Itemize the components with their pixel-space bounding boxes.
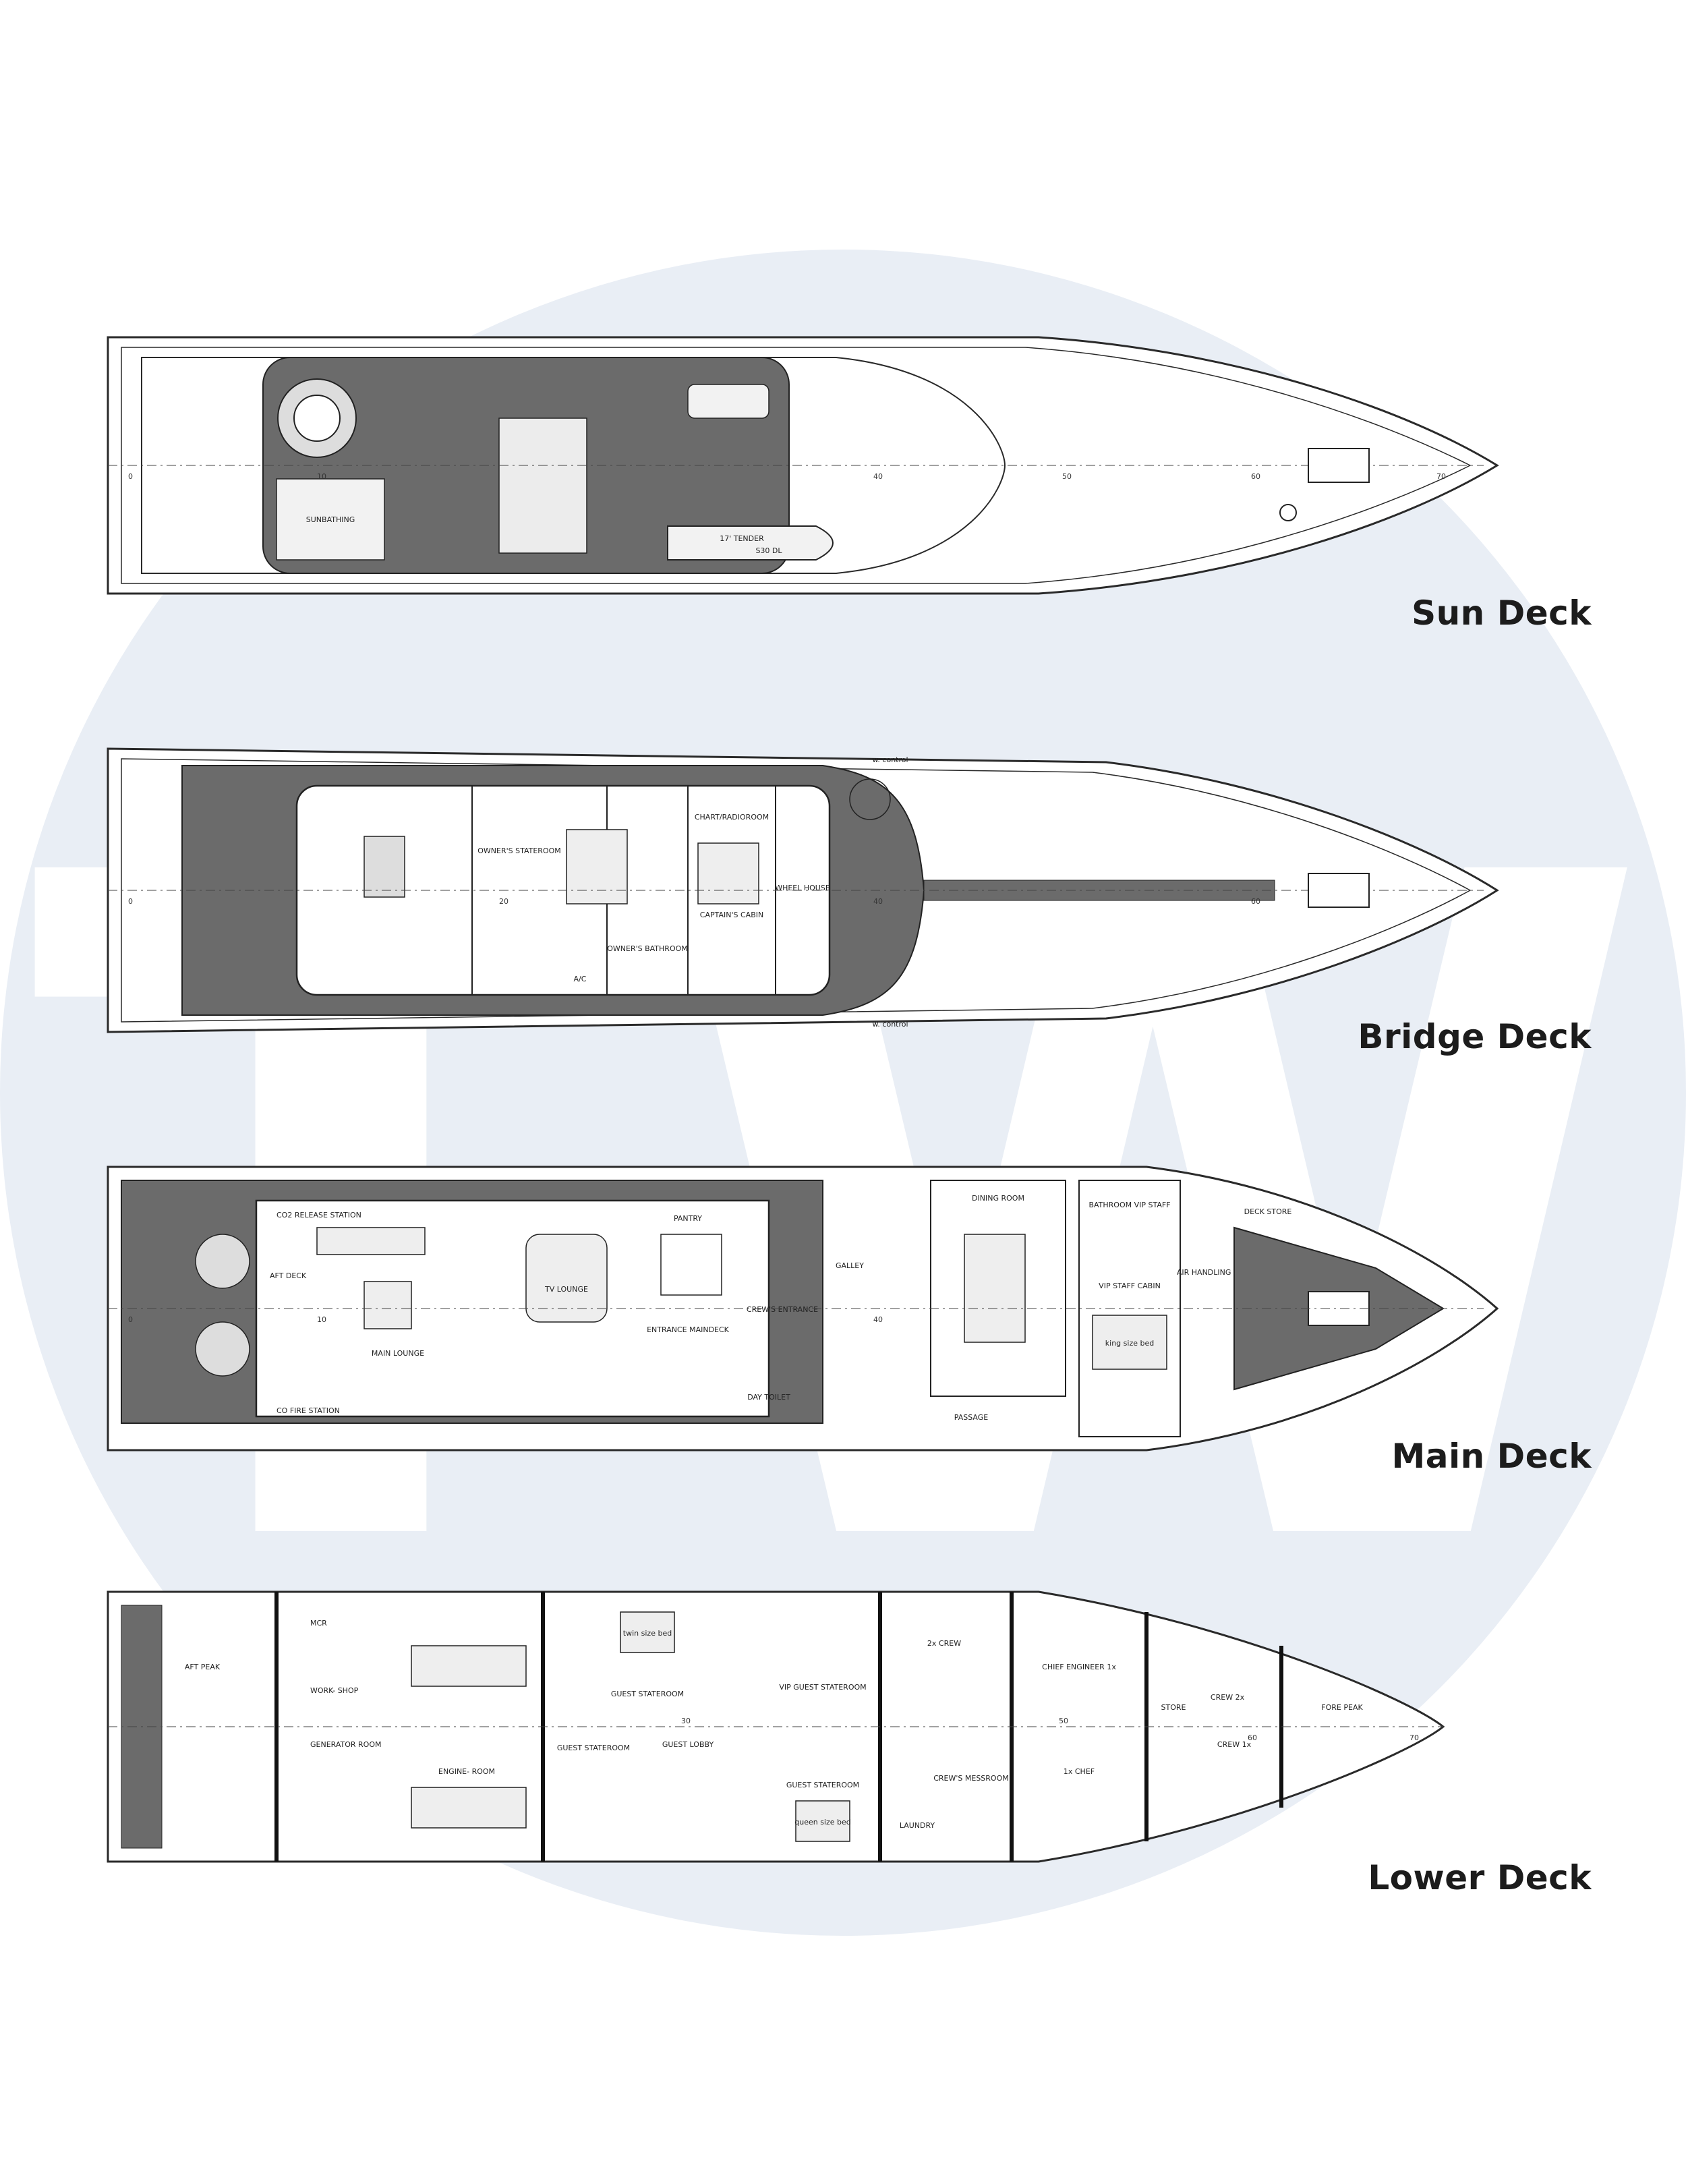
tender-icon: [667, 525, 834, 561]
tv-lounge-label: TV LOUNGE: [544, 1285, 588, 1294]
owners-bed: [566, 829, 628, 904]
bathroom-vip-staff-label: BATHROOM VIP STAFF: [1088, 1201, 1170, 1209]
wheel-house-label: WHEEL HOUSE: [775, 884, 830, 892]
engine-port: [411, 1645, 527, 1687]
chart-radioroom-label: CHART/RADIOROOM: [695, 813, 769, 822]
main-frame-0: 0: [128, 1315, 133, 1324]
windlass-icon: [1308, 448, 1370, 483]
crews-messroom-label: CREW'S MESSROOM: [933, 1774, 1009, 1783]
guest-stateroom-2-label: GUEST STATEROOM: [557, 1744, 630, 1752]
main-deck-drawing: AFT DECK CO2 RELEASE STATION CO FIRE STA…: [107, 1166, 1499, 1452]
bridge-frame-40: 40: [873, 897, 883, 906]
store-label: STORE: [1161, 1703, 1186, 1712]
pantry-label: PANTRY: [674, 1214, 702, 1223]
laundry-label: LAUNDRY: [900, 1821, 935, 1830]
guest-stateroom-3-label: GUEST STATEROOM: [786, 1781, 859, 1789]
crew-1x-label: CREW 1x: [1217, 1740, 1252, 1749]
fire-station-label: CO FIRE STATION: [277, 1406, 340, 1415]
fore-peak-label: FORE PEAK: [1321, 1703, 1363, 1712]
lower-frame-70: 70: [1409, 1733, 1419, 1742]
guest-stateroom-1-label: GUEST STATEROOM: [611, 1690, 684, 1698]
guest-lobby-label: GUEST LOBBY: [662, 1740, 714, 1749]
bridge-deck-plan: OWNER'S STATEROOM OWNER'S BATHROOM CHART…: [94, 735, 1511, 1045]
workshop-label: WORK- SHOP: [310, 1686, 359, 1695]
frame-70: 70: [1436, 472, 1446, 481]
frame-0: 0: [128, 472, 133, 481]
engine-room-label: ENGINE- ROOM: [438, 1767, 495, 1776]
dining-table: [964, 1234, 1026, 1343]
sunbathing-label: SUNBATHING: [306, 515, 355, 524]
sun-deck-plan: SUNBATHING 17' TENDER S30 DL 0 10 40 50 …: [94, 310, 1511, 621]
crew-2x-label: 2x CREW: [927, 1639, 961, 1648]
bridge-frame-60: 60: [1251, 897, 1260, 906]
king-size-bed-label: king size bed: [1105, 1339, 1154, 1348]
aft-peak-label: AFT PEAK: [185, 1663, 221, 1671]
bridge-frame-0: 0: [128, 897, 133, 906]
hatch-icon: [1279, 504, 1297, 521]
queen-size-bed-label: queen size bed: [794, 1818, 851, 1827]
generator-room-label: GENERATOR ROOM: [310, 1740, 382, 1749]
tender-label: 17' TENDER: [720, 534, 764, 543]
sun-bar: [498, 418, 587, 554]
frame-10: 10: [317, 472, 326, 481]
lower-frame-30: 30: [681, 1717, 691, 1725]
main-deck-plan: AFT DECK CO2 RELEASE STATION CO FIRE STA…: [94, 1153, 1511, 1464]
dining-room-label: DINING ROOM: [972, 1194, 1024, 1203]
bridge-stair-icon: [849, 778, 891, 820]
bridge-deck-drawing: OWNER'S STATEROOM OWNER'S BATHROOM CHART…: [107, 747, 1499, 1033]
vip-staff-cabin-label: VIP STAFF CABIN: [1099, 1282, 1161, 1290]
entrance-maindeck-label: ENTRANCE MAINDECK: [647, 1325, 730, 1334]
lower-deck-plan: AFT PEAK MCR WORK- SHOP GENERATOR ROOM E…: [94, 1572, 1511, 1882]
mcr-label: MCR: [310, 1619, 327, 1628]
air-handling-label: AIR HANDLING UNIT: [1177, 1268, 1252, 1277]
captains-bed: [697, 842, 759, 904]
vip-guest-stateroom-label: VIP GUEST STATEROOM: [779, 1683, 866, 1692]
bridge-frame-20: 20: [499, 897, 508, 906]
twin-size-bed-label: twin size bed: [623, 1629, 672, 1638]
sun-deck-title: Sun Deck: [1412, 594, 1592, 633]
captains-cabin-label: CAPTAIN'S CABIN: [700, 911, 763, 919]
day-toilet-label: DAY TOILET: [747, 1393, 790, 1402]
wing-control-bottom-label: w. control: [872, 1020, 908, 1029]
crews-entrance-label: CREW'S ENTRANCE: [747, 1305, 818, 1314]
watermark-circle: [0, 250, 1686, 1936]
engine-stbd: [411, 1787, 527, 1829]
galley-label: GALLEY: [836, 1261, 864, 1270]
frame-50: 50: [1062, 472, 1072, 481]
crew-2x-fwd-label: CREW 2x: [1211, 1693, 1245, 1702]
lower-frame-60: 60: [1248, 1733, 1257, 1742]
chef-label: 1x CHEF: [1064, 1767, 1095, 1776]
sunbathing-pad: [276, 478, 385, 561]
main-stair-icon: [660, 1234, 722, 1296]
bridge-ac-label: A/C: [574, 975, 587, 983]
tender-model-label: S30 DL: [755, 546, 782, 555]
main-deck-title: Main Deck: [1391, 1437, 1592, 1476]
passage-label: PASSAGE: [954, 1413, 988, 1422]
chief-engineer-label: CHIEF ENGINEER 1x: [1042, 1663, 1116, 1671]
wing-control-top-label: w. control: [872, 755, 908, 764]
deck-store-label: DECK STORE: [1244, 1207, 1292, 1216]
sun-deck-drawing: SUNBATHING 17' TENDER S30 DL 0 10 40 50 …: [107, 336, 1499, 595]
lower-deck-title: Lower Deck: [1368, 1858, 1592, 1897]
bridge-deck-title: Bridge Deck: [1358, 1017, 1592, 1056]
main-lounge-label: MAIN LOUNGE: [372, 1349, 424, 1358]
owners-stateroom-label: OWNER'S STATEROOM: [477, 846, 561, 855]
owners-bathroom-label: OWNER'S BATHROOM: [607, 944, 688, 953]
co2-station-label: CO2 RELEASE STATION: [277, 1211, 361, 1219]
sun-seating: [687, 384, 769, 419]
lower-frame-50: 50: [1059, 1717, 1068, 1725]
aft-deck-label: AFT DECK: [270, 1271, 307, 1280]
frame-40: 40: [873, 472, 883, 481]
bridge-windlass-icon: [1308, 873, 1370, 908]
main-frame-10: 10: [317, 1315, 326, 1324]
main-frame-40: 40: [873, 1315, 883, 1324]
lower-deck-drawing: AFT PEAK MCR WORK- SHOP GENERATOR ROOM E…: [107, 1590, 1445, 1863]
frame-60: 60: [1251, 472, 1260, 481]
